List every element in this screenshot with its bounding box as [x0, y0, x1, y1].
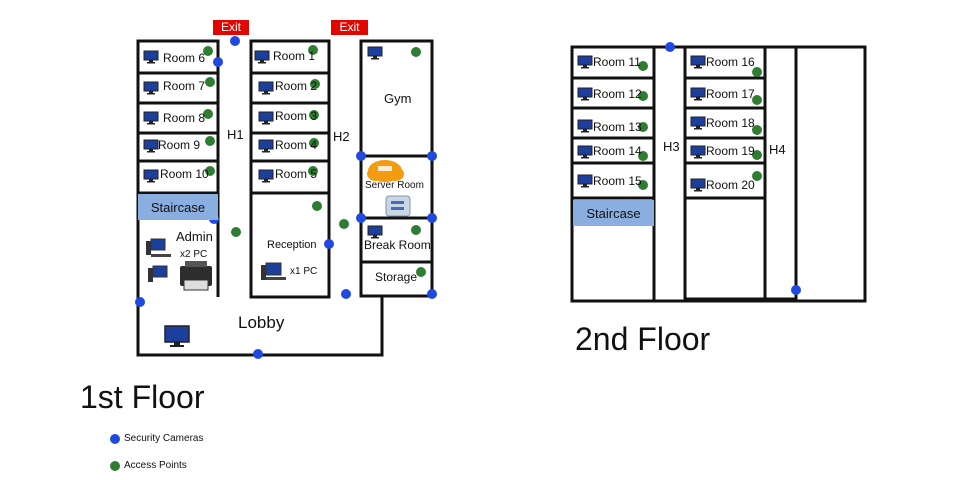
floor2-title: 2nd Floor: [575, 321, 711, 357]
room-14-label: Room 14: [593, 144, 642, 158]
room-1-label: Room 1: [273, 49, 316, 63]
hallway-h3-label: H3: [663, 139, 680, 154]
legend-cameras: Security Cameras: [110, 433, 203, 444]
admin-pc-count: x2 PC: [180, 249, 208, 260]
break-room-label: Break Room: [364, 238, 431, 252]
legend-cameras-label: Security Cameras: [124, 433, 204, 444]
camera-legend-dot: [110, 433, 120, 444]
room-13-label: Room 13: [593, 120, 642, 134]
room-18-label: Room 18: [706, 116, 755, 130]
hallway-h4-label: H4: [769, 142, 786, 157]
floor1-walls: [136, 39, 434, 357]
room-8-label: Room 8: [163, 111, 206, 125]
lobby-label: Lobby: [238, 313, 285, 332]
monitor-icons: [143, 46, 706, 347]
security-cameras: [135, 36, 801, 359]
room-12-label: Room 12: [593, 87, 642, 101]
staircase-floor1: Staircase: [138, 194, 218, 220]
server-icon: [385, 195, 411, 217]
room-6-label: Room 6: [163, 51, 206, 65]
reception-label: Reception: [267, 239, 317, 251]
access-points: [203, 45, 762, 277]
room-19-label: Room 19: [706, 144, 755, 158]
printer-icon: [180, 261, 212, 291]
admin-label: Admin: [176, 229, 213, 244]
room-3-label: Room 3: [275, 109, 318, 123]
exit-sign-right: Exit: [331, 20, 368, 35]
admin-pc-icons: [146, 238, 171, 282]
legend-access-points: Access Points: [110, 460, 187, 471]
server-cloud-icon: [367, 160, 404, 182]
room-10-label: Room 10: [160, 167, 209, 181]
staircase-floor2: Staircase: [573, 200, 654, 226]
reception-pc-count: x1 PC: [290, 266, 318, 277]
floor1-title: 1st Floor: [80, 379, 205, 415]
gym-label: Gym: [384, 91, 412, 106]
legend-access-points-label: Access Points: [124, 460, 187, 471]
room-15-label: Room 15: [593, 174, 642, 188]
access-point-legend-dot: [110, 460, 120, 471]
room-11-label: Room 11: [593, 55, 641, 69]
room-9-label: Room 9: [158, 138, 201, 152]
exit-sign-left: Exit: [213, 20, 249, 35]
hallway-h2-label: H2: [333, 129, 350, 144]
hallway-h1-label: H1: [227, 127, 244, 142]
floor2-walls: [570, 45, 867, 303]
storage-label: Storage: [375, 270, 418, 284]
room-2-label: Room 2: [275, 79, 318, 93]
room-16-label: Room 16: [706, 55, 755, 69]
room-4-label: Room 4: [275, 138, 318, 152]
room-20-label: Room 20: [706, 178, 755, 192]
reception-pc-icon: [261, 262, 286, 280]
room-5-label: Room 5: [275, 167, 318, 181]
room-7-label: Room 7: [163, 79, 206, 93]
room-17-label: Room 17: [706, 87, 755, 101]
server-room-label: Server Room: [365, 180, 424, 191]
